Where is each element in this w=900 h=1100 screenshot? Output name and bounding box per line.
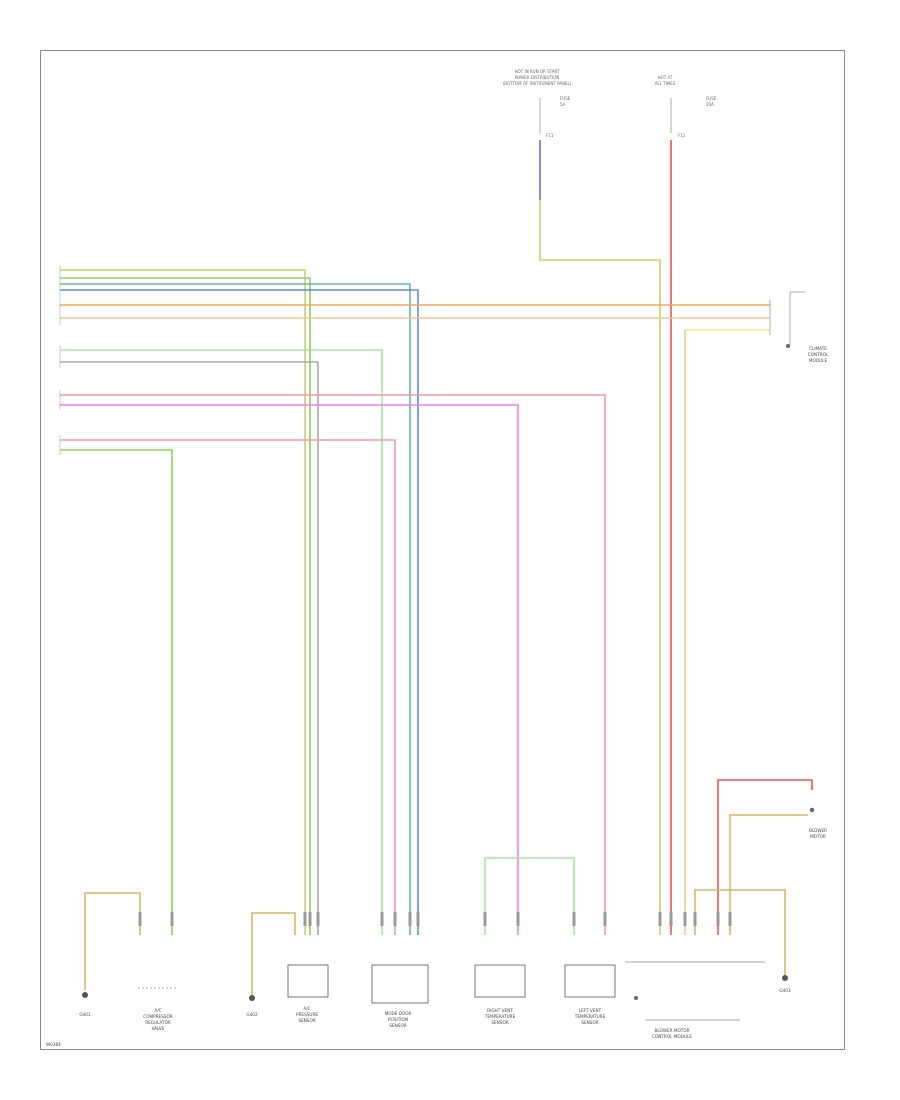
connector-pin-mark <box>728 912 732 926</box>
wire-blower-red <box>717 779 813 935</box>
wire-low-3 <box>60 439 396 935</box>
connector-pin-mark <box>170 912 174 926</box>
wire-group <box>60 140 813 995</box>
wire-mid-1 <box>60 349 383 935</box>
connector-pin-mark <box>683 912 687 926</box>
fuse-left-title-3: (BOTTOM OF INSTRUMENT PANEL) <box>503 81 572 86</box>
fuse-left-title-2: POWER DISTRIBUTION <box>515 75 560 80</box>
ground-2: G402 <box>246 995 258 1017</box>
connector-pin-mark <box>393 912 397 926</box>
svg-text:BLOWER: BLOWER <box>809 828 827 833</box>
svg-text:SENSOR: SENSOR <box>581 1020 598 1025</box>
footer-code: W0364 <box>46 1042 61 1047</box>
svg-text:POSITION: POSITION <box>388 1017 408 1022</box>
fuse-right-title-2: ALL TIMES <box>655 81 676 86</box>
component-right-sensor-a: RIGHT VENT TEMPERATURE SENSOR <box>474 964 526 1025</box>
svg-text:CONTROL: CONTROL <box>808 352 829 357</box>
connector-pin-mark <box>408 912 412 926</box>
svg-text:REGULATOR: REGULATOR <box>145 1020 171 1025</box>
svg-text:G401: G401 <box>79 1012 91 1017</box>
svg-text:TEMPERATURE: TEMPERATURE <box>484 1014 516 1019</box>
svg-text:SENSOR: SENSOR <box>389 1023 406 1028</box>
connector-pin-mark <box>308 912 312 926</box>
wire-bus-1 <box>60 269 306 935</box>
svg-text:BLOWER MOTOR: BLOWER MOTOR <box>654 1028 689 1033</box>
connector-pin-mark <box>483 912 487 926</box>
fuse-right-block: HOT AT ALL TIMES FUSE 20A F12 <box>655 75 717 138</box>
svg-text:MOTOR: MOTOR <box>810 834 826 839</box>
component-mode-servo: MODE DOOR POSITION SENSOR <box>371 964 429 1028</box>
connector-pin-mark <box>416 912 420 926</box>
connector-pin-mark <box>716 912 720 926</box>
diagram-frame <box>40 50 845 1050</box>
fuse-left-label: FUSE <box>560 96 571 101</box>
component-left-actuator: A/C COMPRESSOR REGULATOR VALVE <box>138 987 178 1031</box>
svg-text:SENSOR: SENSOR <box>491 1020 508 1025</box>
fuse-left-pin: F11 <box>546 133 554 138</box>
connector-pin-mark <box>316 912 320 926</box>
fuse-left-block: HOT IN RUN OR START POWER DISTRIBUTION (… <box>503 69 572 138</box>
connector-pin-mark <box>693 912 697 926</box>
svg-text:A/C: A/C <box>303 1006 310 1011</box>
component-right-sensor-b: LEFT VENT TEMPERATURE SENSOR <box>564 964 616 1025</box>
svg-text:G402: G402 <box>246 1012 258 1017</box>
component-climate-control: CLIMATE CONTROL MODULE <box>786 344 829 363</box>
svg-text:MODULE: MODULE <box>809 358 828 363</box>
svg-text:LEFT VENT: LEFT VENT <box>579 1008 602 1013</box>
connector-ticks <box>138 912 732 926</box>
component-blower: BLOWER MOTOR <box>809 807 827 839</box>
wire-low-4 <box>60 449 173 935</box>
connector-pin-mark <box>603 912 607 926</box>
svg-text:CONTROL MODULE: CONTROL MODULE <box>652 1034 692 1039</box>
svg-text:TEMPERATURE: TEMPERATURE <box>574 1014 606 1019</box>
svg-text:COMPRESSOR: COMPRESSOR <box>143 1014 173 1019</box>
svg-text:RIGHT VENT: RIGHT VENT <box>487 1008 513 1013</box>
wire-blower-tan <box>729 814 808 935</box>
svg-text:MODE DOOR: MODE DOOR <box>385 1011 412 1016</box>
fuse-right-pin: F12 <box>678 133 686 138</box>
right-connector <box>769 291 805 345</box>
fuse-right-label: FUSE <box>706 96 717 101</box>
fuse-right-amp: 20A <box>706 102 714 107</box>
fuse-right-title-1: HOT AT <box>658 75 673 80</box>
svg-text:PRESSURE: PRESSURE <box>296 1012 318 1017</box>
svg-text:CLIMATE: CLIMATE <box>809 346 827 351</box>
connector-pin-mark <box>380 912 384 926</box>
fuse-left-title-1: HOT IN RUN OR START <box>515 69 560 74</box>
connector-pin-mark <box>669 912 673 926</box>
connector-pin-mark <box>572 912 576 926</box>
wire-low-1 <box>60 394 606 935</box>
connector-pin-mark <box>516 912 520 926</box>
wire-rvent-loop <box>484 857 575 935</box>
svg-text:G403: G403 <box>779 988 791 993</box>
wire-sensor-ground <box>251 912 296 995</box>
component-ambient-sensor: A/C PRESSURE SENSOR <box>287 964 329 1023</box>
wire-low-2 <box>60 404 519 935</box>
wire-bus-4 <box>60 289 419 935</box>
wire-fuse-left-run <box>539 200 661 935</box>
connector-pin-mark <box>303 912 307 926</box>
ground-1: G401 <box>79 992 91 1017</box>
wire-mid-2 <box>60 361 319 935</box>
wire-bus-2 <box>60 277 311 935</box>
connector-pin-mark <box>138 912 142 926</box>
wire-bus-3 <box>60 283 411 935</box>
ground-3: G403 <box>779 975 791 993</box>
svg-text:A/C: A/C <box>154 1008 161 1013</box>
fuse-left-amp: 5A <box>560 102 566 107</box>
wire-actuator-ground <box>84 892 141 990</box>
svg-text:VALVE: VALVE <box>152 1026 165 1031</box>
component-climate-module: BLOWER MOTOR CONTROL MODULE <box>625 961 765 1039</box>
connector-pin-mark <box>658 912 662 926</box>
svg-text:SENSOR: SENSOR <box>298 1018 315 1023</box>
